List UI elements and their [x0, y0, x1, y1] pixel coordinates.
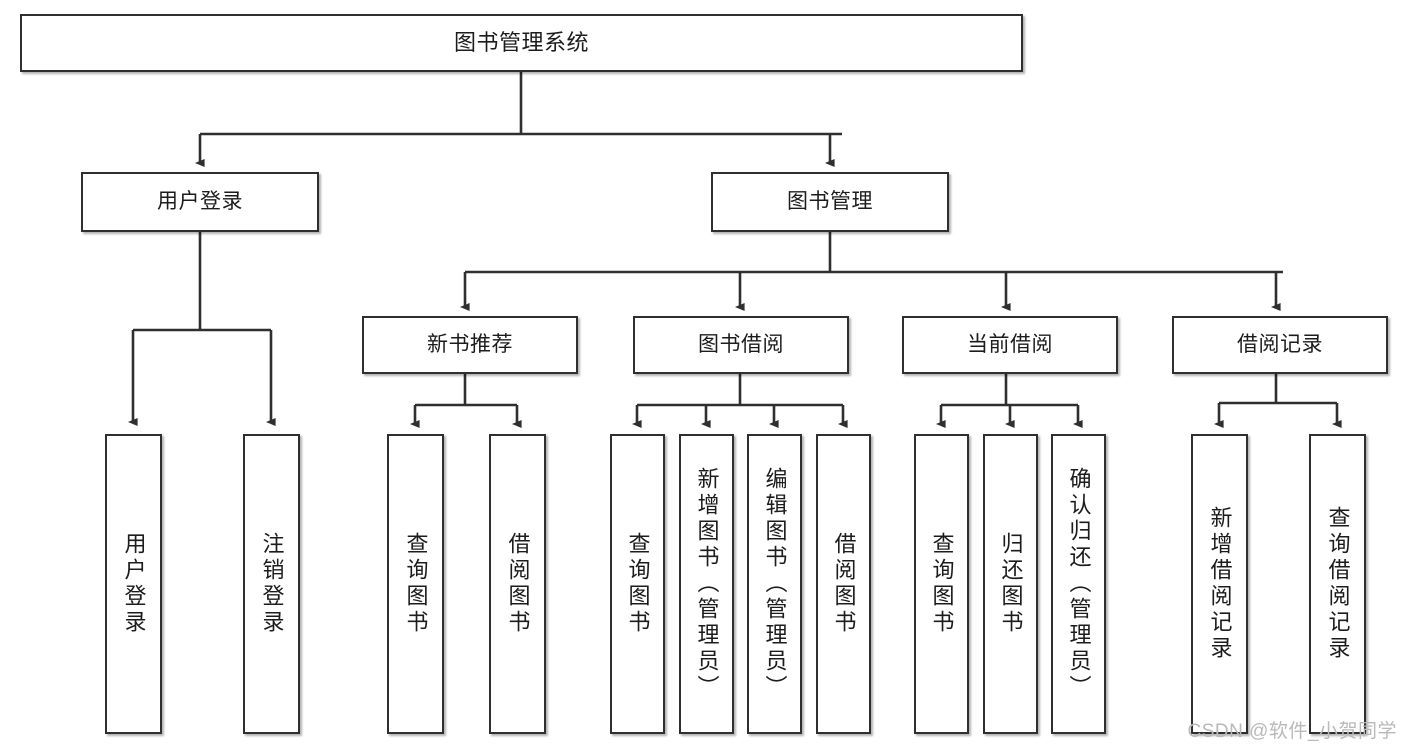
node-label: 新增借阅记录 — [1207, 506, 1233, 662]
node-leaf-query-borrow-record[interactable]: 查询借阅记录 — [1309, 434, 1366, 734]
node-label: 借阅图书 — [831, 532, 857, 636]
node-book-management[interactable]: 图书管理 — [711, 172, 949, 232]
node-leaf-user-login[interactable]: 用户登录 — [105, 434, 162, 734]
node-label: 图书借阅 — [698, 332, 784, 356]
node-label: 新增图书（管理员） — [694, 467, 720, 701]
node-label: 用户登录 — [121, 532, 147, 636]
node-root-book-management-system[interactable]: 图书管理系统 — [20, 14, 1023, 72]
node-label: 图书管理系统 — [453, 30, 589, 56]
node-leaf-logout-login[interactable]: 注销登录 — [243, 434, 300, 734]
node-label: 查询图书 — [403, 532, 429, 636]
node-current-borrow[interactable]: 当前借阅 — [902, 316, 1118, 374]
node-leaf-query-book-recommend[interactable]: 查询图书 — [387, 434, 444, 734]
node-leaf-query-book-current[interactable]: 查询图书 — [914, 434, 969, 734]
node-label: 确认归还（管理员） — [1066, 467, 1092, 701]
node-label: 查询借阅记录 — [1325, 506, 1351, 662]
node-book-borrow[interactable]: 图书借阅 — [633, 316, 849, 374]
node-leaf-return-book[interactable]: 归还图书 — [983, 434, 1038, 734]
node-leaf-add-borrow-record[interactable]: 新增借阅记录 — [1191, 434, 1248, 734]
node-label: 借阅记录 — [1237, 332, 1323, 356]
node-leaf-edit-book-admin[interactable]: 编辑图书（管理员） — [747, 434, 802, 734]
node-label: 查询图书 — [929, 532, 955, 636]
node-leaf-borrow-book-recommend[interactable]: 借阅图书 — [489, 434, 546, 734]
node-label: 注销登录 — [259, 532, 285, 636]
node-leaf-borrow-book-borrow[interactable]: 借阅图书 — [816, 434, 871, 734]
node-label: 用户登录 — [157, 189, 243, 213]
node-label: 查询图书 — [625, 532, 651, 636]
node-leaf-query-book-borrow[interactable]: 查询图书 — [610, 434, 665, 734]
node-leaf-add-book-admin[interactable]: 新增图书（管理员） — [679, 434, 734, 734]
node-new-book-recommend[interactable]: 新书推荐 — [362, 316, 578, 374]
node-leaf-confirm-return-admin[interactable]: 确认归还（管理员） — [1051, 434, 1106, 734]
node-label: 新书推荐 — [427, 332, 513, 356]
node-label: 当前借阅 — [967, 332, 1053, 356]
node-user-login[interactable]: 用户登录 — [81, 172, 319, 232]
node-label: 编辑图书（管理员） — [762, 467, 788, 701]
node-borrow-record[interactable]: 借阅记录 — [1172, 316, 1388, 374]
node-label: 归还图书 — [998, 532, 1024, 636]
node-label: 图书管理 — [787, 189, 873, 213]
node-label: 借阅图书 — [505, 532, 531, 636]
